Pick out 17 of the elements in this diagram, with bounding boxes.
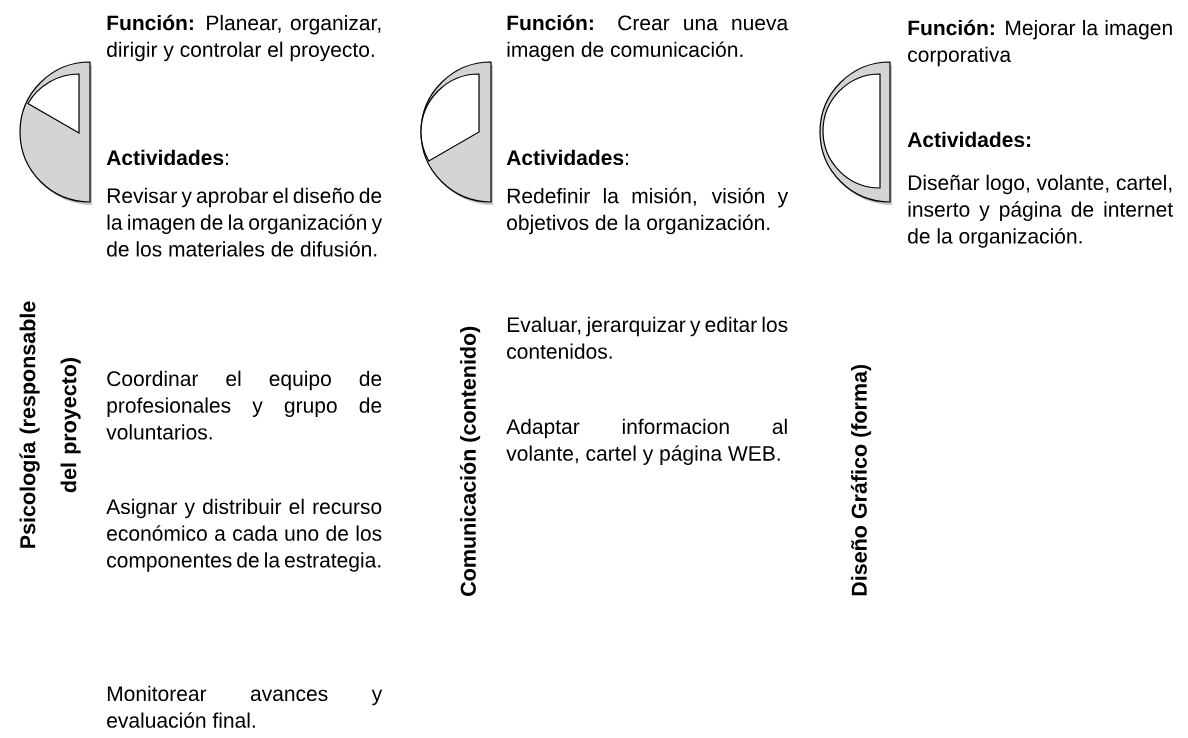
activity-text: Coordinar el equipo de profesionales y grupo de voluntarios.: [106, 370, 382, 440]
activity-text: Revisar y aprobar el diseño de la imagen de la organización y de los materiales de difusión.: [107, 187, 383, 257]
vertical-title: Psicología (responsable del proyecto): [19, 301, 81, 548]
vertical-title: Diseño Gráfico (forma): [850, 364, 872, 596]
vertical-title: Comunicación (contenido): [459, 326, 481, 596]
activity-text: Evaluar, jerarquizar y editar los contenidos.: [507, 316, 788, 359]
activity-text: Monitorear avances y evaluación final.: [107, 685, 383, 728]
section-heading: Actividades:: [907, 131, 1031, 148]
activity-text: Asignar y distribuir el recurso económico a cada uno de los componentes de la estrategia.: [106, 498, 382, 572]
activity-text: Adaptar informacion al volante, cartel y página WEB.: [506, 418, 787, 465]
section-heading: Actividades:: [506, 149, 628, 166]
activity-text: Redefinir la misión, visión y objetivos de la organización.: [507, 187, 789, 235]
function-text: Función: Mejorar la imagen corporativa: [908, 19, 1172, 67]
function-text: Función: Crear una nueva imagen de comunicación.: [507, 14, 789, 62]
function-text: Función: Planear, organizar, dirigir y controlar el proyecto.: [107, 14, 381, 62]
section-heading: Actividades:: [106, 149, 228, 166]
activity-text: Diseñar logo, volante, cartel, inserto y página de internet de la organización.: [908, 174, 1173, 248]
